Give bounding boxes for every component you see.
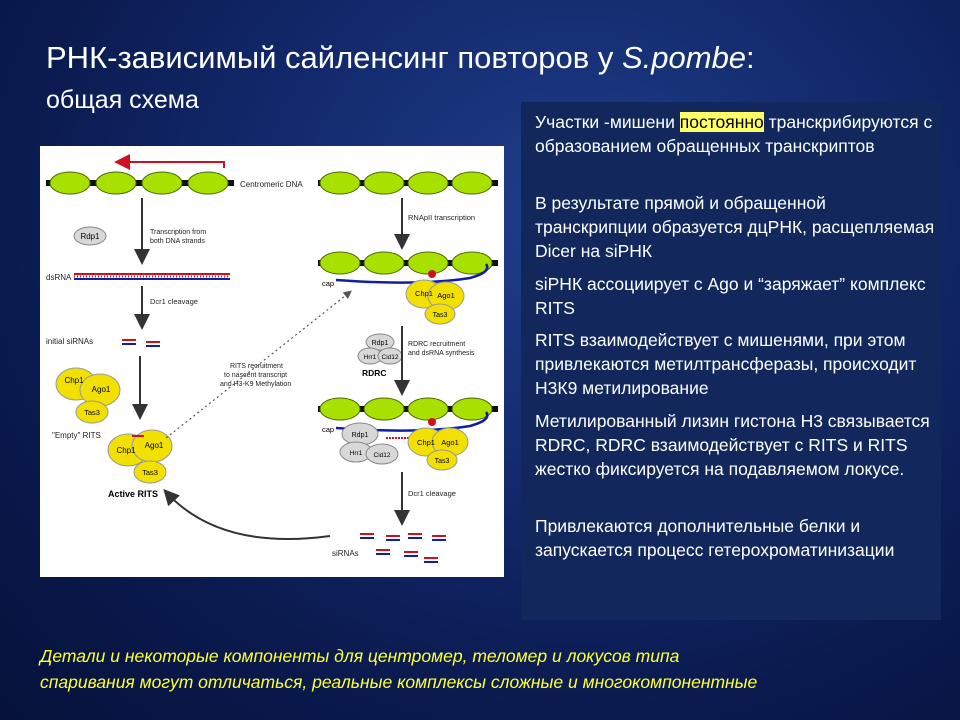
slide-subtitle: общая схема bbox=[46, 86, 199, 114]
label-empty-rits: "Empty" RITS bbox=[52, 431, 101, 440]
title-colon: : bbox=[746, 40, 755, 75]
label-chp1-bound-2: Chp1 bbox=[417, 438, 435, 447]
final-sirnas bbox=[360, 533, 446, 563]
label-rits-recruitment-2: to nascent transcript bbox=[224, 372, 287, 379]
label-rits-recruitment-1: RITS recruitment bbox=[230, 363, 283, 370]
label-cap-1: cap bbox=[322, 279, 334, 288]
label-transcription-1: Transcription from bbox=[150, 229, 206, 236]
label-ago1-empty: Ago1 bbox=[92, 385, 111, 394]
label-chp1-active: Chp1 bbox=[116, 446, 136, 455]
dna-right-bottom bbox=[318, 397, 498, 471]
label-ago1-bound-2: Ago1 bbox=[441, 438, 459, 447]
label-rdrc-recruitment-1: RDRC recruitment bbox=[408, 341, 465, 348]
title-main: РНК-зависимый сайленсинг повторов у bbox=[46, 40, 622, 75]
label-rits-recruitment-3: and H3-K9 Methylation bbox=[220, 381, 291, 388]
label-tas3-bound-2: Tas3 bbox=[435, 458, 450, 465]
bullet-1-text-end: транскрибируются с образованием обращенн… bbox=[535, 112, 933, 156]
pathway-diagram: Centromeric DNA Rdp1 Transcription from … bbox=[46, 154, 498, 563]
label-active-rits: Active RITS bbox=[108, 489, 158, 499]
dna-right-top bbox=[318, 171, 498, 195]
label-hrr1-rdrc: Hrr1 bbox=[364, 354, 377, 361]
label-cap-2: cap bbox=[322, 425, 334, 434]
bullet-4: RITS взаимодействует с мишенями, при это… bbox=[535, 330, 917, 398]
label-rdrc: RDRC bbox=[362, 368, 387, 378]
label-tas3-bound: Tas3 bbox=[433, 312, 448, 319]
label-rdp1-bound: Rdp1 bbox=[352, 432, 369, 439]
dsrna-molecule bbox=[74, 273, 230, 280]
label-dcr1-cleavage: Dcr1 cleavage bbox=[150, 297, 198, 306]
bullet-2: В результате прямой и обращенной транскр… bbox=[535, 193, 935, 261]
bullet-3: siРНК ассоциирует с Ago и “заряжает” ком… bbox=[535, 274, 926, 318]
label-initial-sirnas: initial siRNAs bbox=[46, 337, 93, 346]
rdp1-protein bbox=[73, 226, 107, 246]
bullet-1-text-start: Участки -мишени bbox=[535, 112, 680, 132]
rnai-pathway-figure: Centromeric DNA Rdp1 Transcription from … bbox=[40, 146, 504, 577]
label-tas3-empty: Tas3 bbox=[84, 408, 100, 417]
label-ago1-active: Ago1 bbox=[145, 441, 164, 450]
footer-note-line-2: спаривания могут отличаться, реальные ко… bbox=[40, 672, 758, 692]
label-transcription-2: both DNA strands bbox=[150, 238, 205, 245]
label-sirnas: siRNAs bbox=[332, 549, 359, 558]
empty-rits-complex bbox=[55, 367, 121, 424]
label-rnapii: RNApII transcription bbox=[408, 213, 475, 222]
title-species: S.pombe bbox=[621, 40, 747, 75]
label-rdrc-recruitment-2: and dsRNA synthesis bbox=[408, 350, 475, 357]
label-tas3-active: Tas3 bbox=[142, 468, 158, 477]
explanation-panel bbox=[521, 102, 941, 620]
centromeric-dna bbox=[46, 154, 234, 195]
label-rdp1: Rdp1 bbox=[80, 232, 100, 241]
bullet-6: Привлекаются дополнительные белки и запу… bbox=[535, 516, 895, 560]
bullet-1-highlight: постоянно bbox=[679, 112, 764, 132]
label-dcr1-cleavage-2: Dcr1 cleavage bbox=[408, 489, 456, 498]
dna-right-middle bbox=[318, 251, 498, 325]
label-cid12-bound: Cid12 bbox=[374, 452, 391, 459]
label-hrr1-bound: Hrr1 bbox=[350, 450, 363, 457]
label-dsrna: dsRNA bbox=[46, 273, 72, 282]
label-rdp1-rdrc: Rdp1 bbox=[372, 340, 389, 347]
rdrc-complex bbox=[357, 333, 403, 365]
label-chp1-bound: Chp1 bbox=[415, 289, 433, 298]
initial-sirnas bbox=[122, 339, 160, 347]
label-cid12-rdrc: Cid12 bbox=[382, 354, 399, 361]
label-ago1-bound: Ago1 bbox=[437, 291, 455, 300]
bullet-5: Метилированный лизин гистона Н3 связывае… bbox=[535, 411, 930, 479]
label-chp1-empty: Chp1 bbox=[64, 376, 84, 385]
footer-note-line-1: Детали и некоторые компоненты для центро… bbox=[40, 646, 680, 666]
bullet-1: Участки -мишени постоянно транскрибируют… bbox=[535, 110, 940, 158]
slide-title: РНК-зависимый сайленсинг повторов у S.po… bbox=[46, 40, 755, 76]
active-rits-complex bbox=[107, 429, 173, 484]
label-centromeric-dna: Centromeric DNA bbox=[240, 180, 303, 189]
